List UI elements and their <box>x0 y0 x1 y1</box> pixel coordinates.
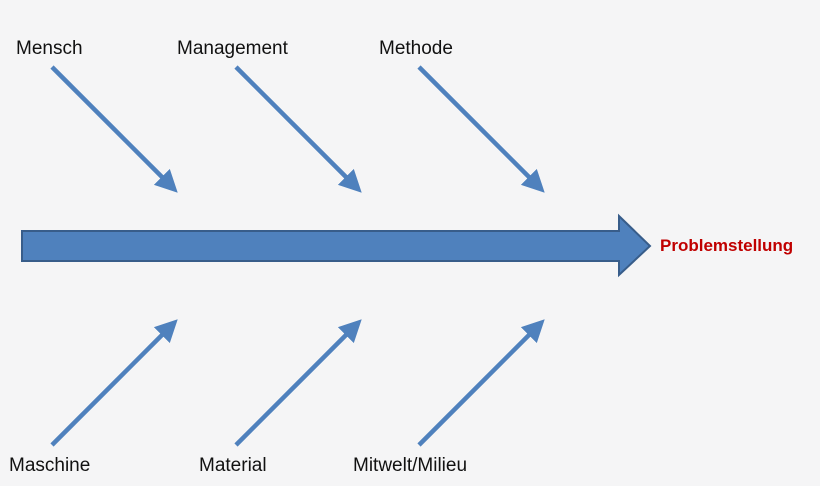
spine-arrow <box>21 213 652 278</box>
cause-label-material: Material <box>199 455 267 476</box>
cause-label-mitwelt-milieu: Mitwelt/Milieu <box>353 455 468 476</box>
cause-label-management: Management <box>177 38 288 59</box>
cause-label-maschine: Maschine <box>9 455 91 476</box>
effect-label: Problemstellung <box>660 236 794 255</box>
cause-arrow-mitwelt-milieu <box>417 319 545 447</box>
cause-arrow-material <box>234 319 362 447</box>
cause-arrow-methode <box>417 65 545 193</box>
cause-label-methode: Methode <box>379 38 453 59</box>
cause-arrow-mensch <box>50 65 178 193</box>
cause-arrow-management <box>234 65 362 193</box>
cause-label-mensch: Mensch <box>16 38 83 59</box>
cause-arrow-maschine <box>50 319 178 447</box>
